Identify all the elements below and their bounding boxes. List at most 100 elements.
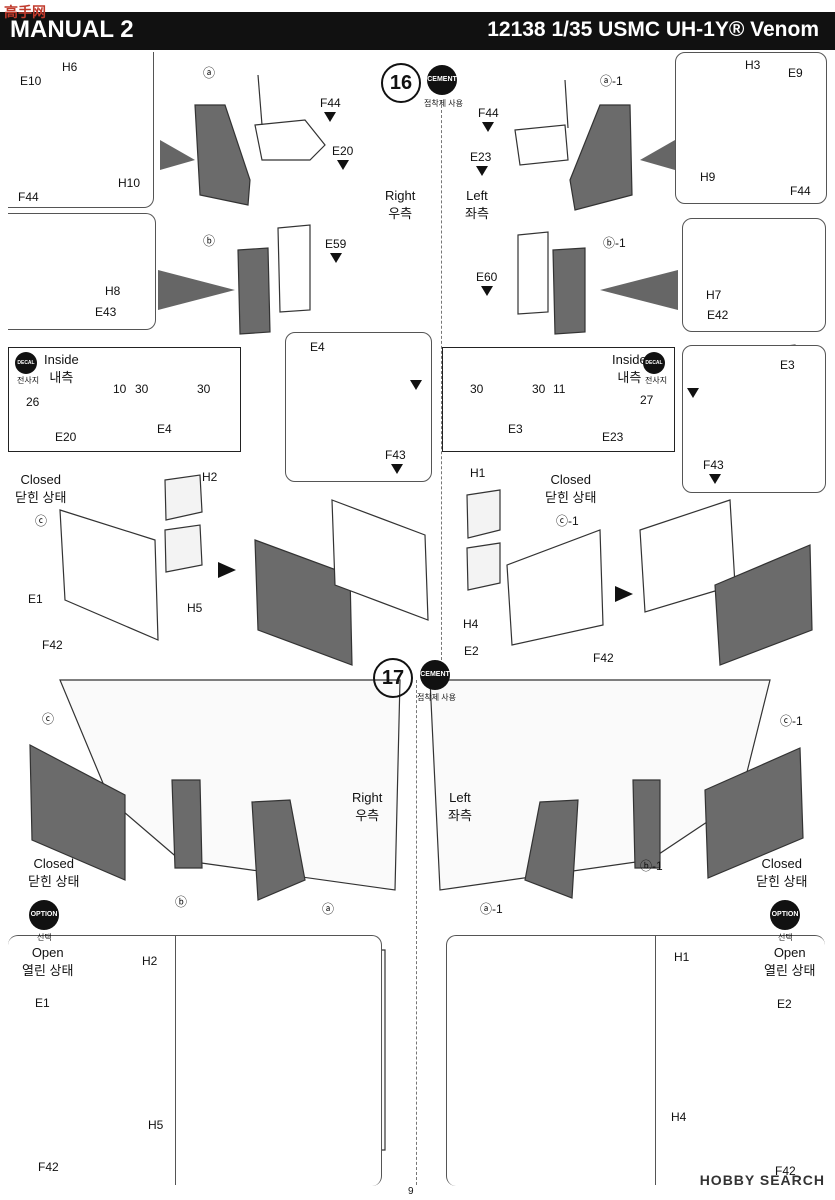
frame-E23-drawing xyxy=(514,124,569,166)
step16-divider xyxy=(441,100,442,670)
door-a-installed-drawing xyxy=(251,799,306,901)
decal-number-30: 30 xyxy=(532,382,546,396)
part-label-F42: F42 xyxy=(775,1164,796,1178)
part-label-F44: F44 xyxy=(320,96,341,110)
decal-number-10: 10 xyxy=(113,382,127,396)
option-icon: OPTION xyxy=(770,900,800,930)
door-b-drawing xyxy=(237,247,271,335)
option-open-right-panel xyxy=(8,935,382,1186)
subassembly-panel-E9 xyxy=(675,52,827,204)
decal-icon: DECAL xyxy=(643,352,665,374)
decal-note: 전사지 xyxy=(645,376,668,385)
part-label-E23: E23 xyxy=(470,150,492,164)
cement-marker xyxy=(330,253,342,263)
window-H2-drawing xyxy=(164,474,203,521)
frame-E60-drawing xyxy=(517,231,549,315)
part-label-F42: F42 xyxy=(42,638,63,652)
part-label-H7: H7 xyxy=(706,288,722,302)
decal-number-26: 26 xyxy=(26,395,40,409)
part-label-F43: F43 xyxy=(385,448,406,462)
part-label-E9: E9 xyxy=(788,66,803,80)
part-label-H6: H6 xyxy=(62,60,78,74)
part-label-H2: H2 xyxy=(142,954,158,968)
part-label-E20: E20 xyxy=(55,430,77,444)
subassembly-a-label: ⓐ xyxy=(203,66,216,80)
subassembly-panel-E43 xyxy=(8,213,156,330)
cement-note: 접착제 사용 xyxy=(424,99,464,108)
door-a1-installed-drawing xyxy=(524,799,579,899)
inside-panel-E20-E4 xyxy=(8,347,241,452)
fuselage-left-drawing xyxy=(429,679,771,891)
door-b1-installed-drawing xyxy=(632,779,661,869)
subassembly-panel-E10 xyxy=(8,52,154,208)
decal-number-30: 30 xyxy=(470,382,484,396)
part-label-E20: E20 xyxy=(332,144,354,158)
part-label-H2: H2 xyxy=(202,470,218,484)
option-icon: OPTION xyxy=(29,900,59,930)
subassembly-a1-label: ⓐ-1 xyxy=(600,74,623,88)
option-open-left-panel xyxy=(446,935,825,1186)
part-label-H4: H4 xyxy=(671,1110,687,1124)
subassembly-panel-E42 xyxy=(682,218,826,332)
decal-number-30: 30 xyxy=(135,382,149,396)
decal-number-30: 30 xyxy=(197,382,211,396)
detail-panel-E4 xyxy=(285,332,432,482)
subassembly-b-label: ⓑ xyxy=(175,895,188,909)
decal-number-11: 11 xyxy=(553,382,566,396)
door-a1-drawing xyxy=(569,104,633,211)
subassembly-a-label: ⓐ xyxy=(322,902,335,916)
kit-title: 12138 1/35 USMC UH-1Y® Venom xyxy=(487,18,819,41)
part-label-E10: E10 xyxy=(20,74,42,88)
step17-divider xyxy=(416,680,417,1185)
part-label-E2: E2 xyxy=(464,644,479,658)
cement-marker xyxy=(410,380,422,390)
part-label-F42: F42 xyxy=(38,1160,59,1174)
part-label-E3: E3 xyxy=(780,358,795,372)
part-label-F43: F43 xyxy=(703,458,724,472)
part-label-H3: H3 xyxy=(745,58,761,72)
hobby-search-watermark: HOBBY SEARCH xyxy=(699,1172,825,1188)
part-label-E43: E43 xyxy=(95,305,117,319)
window-H1-drawing xyxy=(466,489,501,539)
part-label-H10: H10 xyxy=(118,176,141,190)
detail-panel-E3 xyxy=(682,345,826,493)
door-b-installed-drawing xyxy=(171,779,203,869)
cement-icon: CEMENT xyxy=(427,65,457,95)
step-16-number: 16 xyxy=(381,63,421,103)
part-label-F44: F44 xyxy=(790,184,811,198)
subassembly-a1-label: ⓐ-1 xyxy=(480,902,503,916)
cement-note: 접착제 사용 xyxy=(417,693,457,702)
option-note: 선택 xyxy=(778,933,793,942)
part-label-E23: E23 xyxy=(602,430,624,444)
part-label-H5: H5 xyxy=(187,601,203,615)
inside-panel-E3-E23 xyxy=(442,347,675,452)
part-label-E59: E59 xyxy=(325,237,347,251)
part-label-E1: E1 xyxy=(35,996,50,1010)
cement-icon: CEMENT xyxy=(420,660,450,690)
manual-header: MANUAL 2 12138 1/35 USMC UH-1Y® Venom xyxy=(0,12,835,50)
subassembly-b-label: ⓑ xyxy=(203,234,216,248)
door-c-frame-drawing xyxy=(331,499,429,621)
part-label-F44: F44 xyxy=(478,106,499,120)
part-label-E2: E2 xyxy=(777,997,792,1011)
part-label-F44: F44 xyxy=(18,190,39,204)
part-label-H9: H9 xyxy=(700,170,716,184)
part-label-H5: H5 xyxy=(148,1118,164,1132)
decal-note: 전사지 xyxy=(17,376,40,385)
site-watermark: 高手网 xyxy=(4,4,46,20)
subassembly-b1-label: ⓑ-1 xyxy=(603,236,626,250)
cement-marker xyxy=(476,166,488,176)
door-a-drawing xyxy=(194,104,251,206)
option-note: 선택 xyxy=(37,933,52,942)
